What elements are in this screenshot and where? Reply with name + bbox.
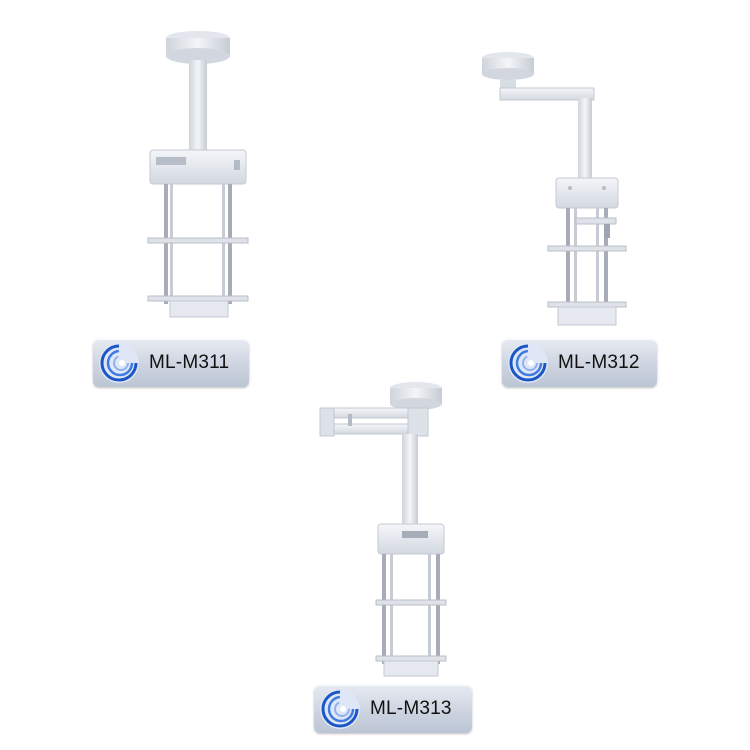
model-label: ML-M313 [370, 698, 452, 719]
model-label: ML-M312 [558, 352, 640, 373]
product-ml-m313 [318, 378, 468, 678]
model-badge-ml-m311: ML-M311 [93, 339, 249, 387]
model-label: ML-M311 [149, 352, 230, 373]
swirl-logo-icon [320, 689, 360, 729]
swirl-logo-icon [99, 343, 139, 383]
swirl-logo-icon [508, 343, 548, 383]
model-badge-ml-m312: ML-M312 [502, 339, 657, 387]
model-badge-ml-m313: ML-M313 [314, 685, 472, 733]
product-ml-m312 [476, 50, 636, 335]
pendant-ml-m313-image [319, 382, 447, 677]
pendant-ml-m311-image [147, 31, 249, 318]
pendant-ml-m312-image [482, 52, 627, 326]
product-ml-m311 [138, 30, 258, 325]
